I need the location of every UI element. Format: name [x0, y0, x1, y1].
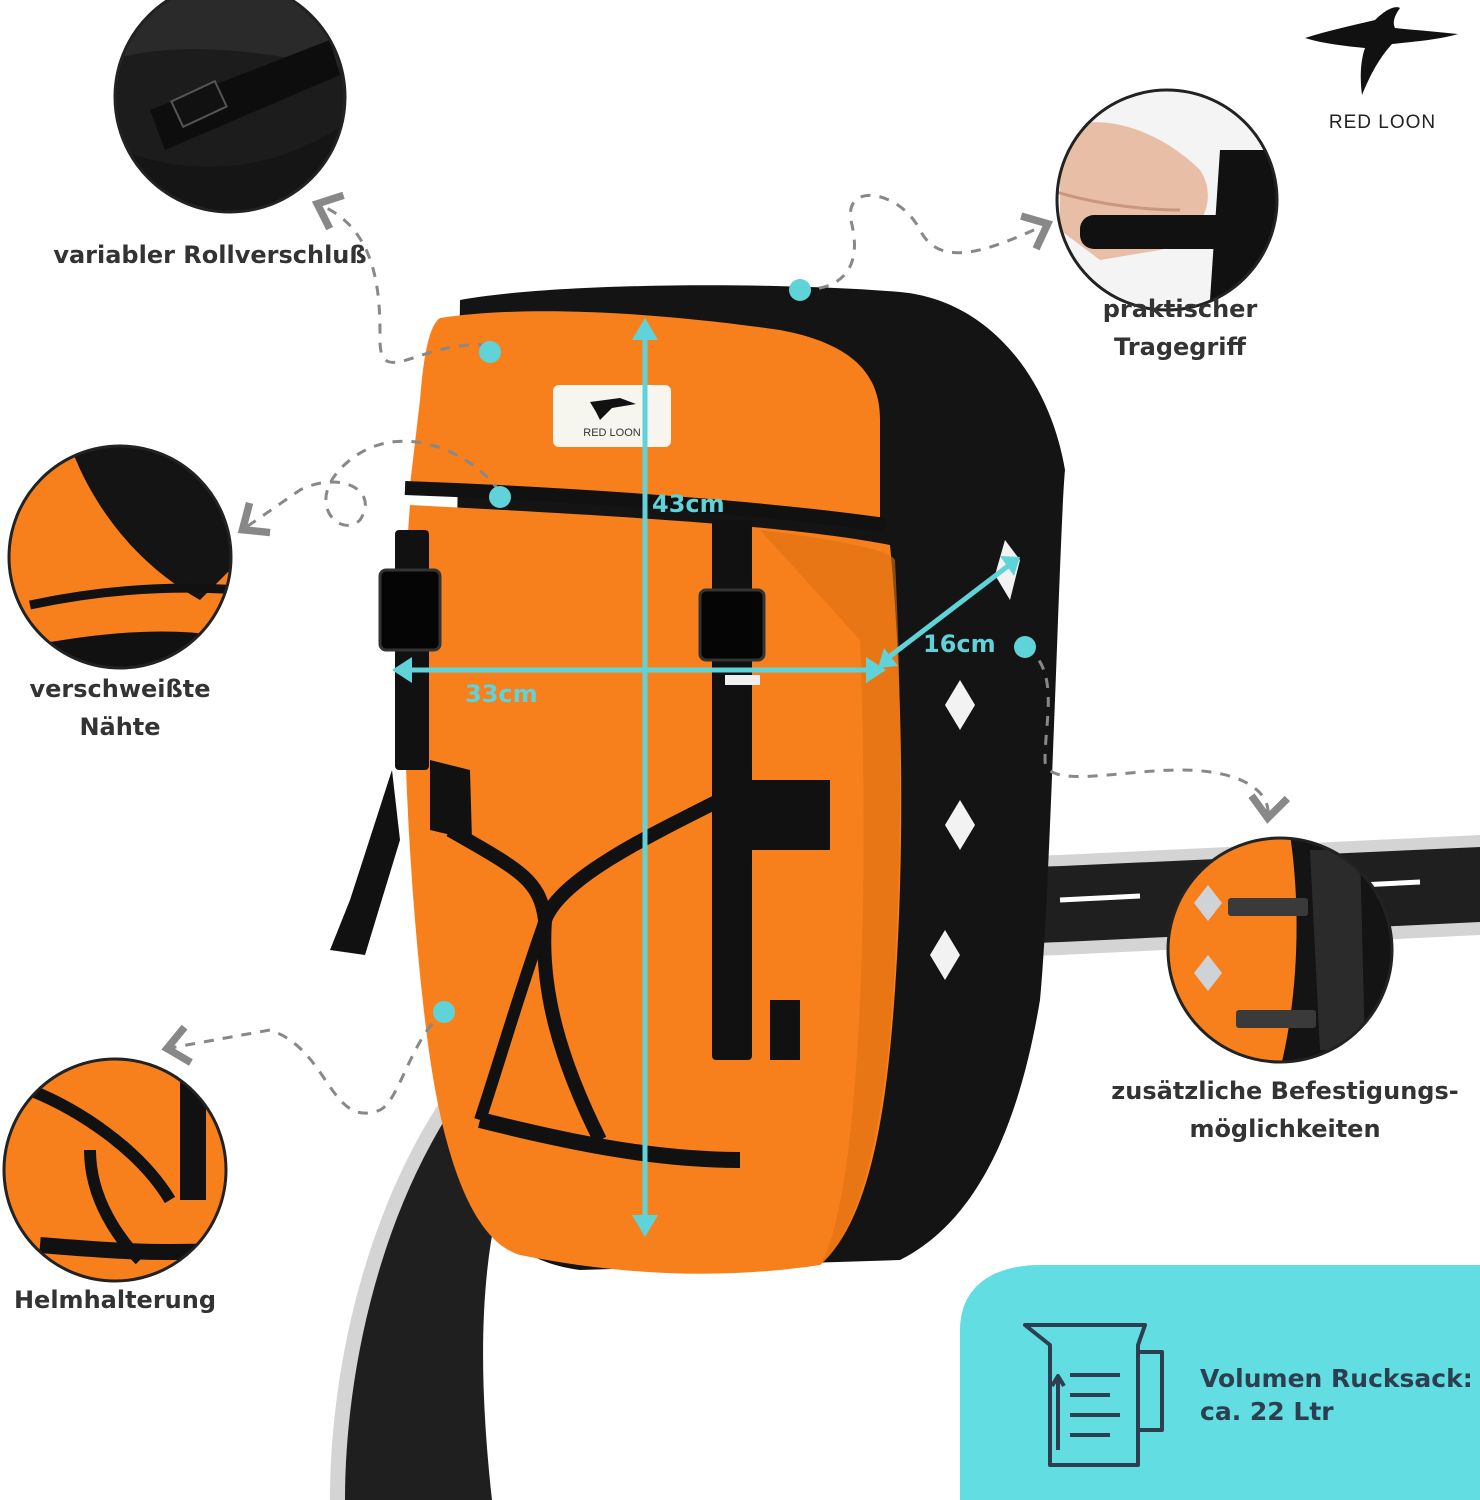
backpack-image: RED LOON: [330, 285, 1065, 1274]
volume-text-line1: Volumen Rucksack:: [1200, 1364, 1473, 1393]
detail-circle-roll-closure: [113, 0, 347, 214]
detail-circle-seams: [7, 444, 233, 670]
measuring-jug-icon: [1023, 1323, 1164, 1467]
detail-circle-helmet: [2, 1057, 228, 1283]
brand-name: RED LOON: [1328, 112, 1437, 133]
width-dimension: 33cm: [465, 680, 538, 708]
volume-text-line2: ca. 22 Ltr: [1200, 1397, 1334, 1426]
seams-label: verschweißte Nähte: [20, 670, 220, 746]
connector-dots: [433, 279, 1036, 1023]
detail-circle-handle: [1055, 88, 1279, 312]
helmet-text: Helmhalterung: [13, 1286, 217, 1314]
helmet-label: Helmhalterung: [10, 1281, 220, 1319]
dimension-arrows: [392, 318, 1020, 1237]
roll-closure-text: variabler Rollverschluß: [53, 241, 367, 269]
bird-icon: [1305, 7, 1458, 95]
handle-label: praktischer Tragegriff: [1080, 290, 1280, 366]
svg-text:RED LOON: RED LOON: [583, 427, 641, 439]
dashed-connectors: [161, 191, 1291, 1115]
handle-text-line2: Tragegriff: [1114, 333, 1246, 361]
depth-dimension: 16cm: [923, 630, 996, 658]
attachment-text-line1: zusätzliche Befestigungs-: [1111, 1077, 1459, 1105]
handle-text-line1: praktischer: [1102, 295, 1258, 323]
roll-closure-label: variabler Rollverschluß: [30, 236, 390, 274]
height-dimension: 43cm: [652, 490, 725, 518]
seams-text-line2: Nähte: [79, 713, 161, 741]
seams-text-line1: verschweißte: [29, 675, 211, 703]
attachment-text-line2: möglichkeiten: [1189, 1115, 1381, 1143]
attachment-label: zusätzliche Befestigungs- möglichkeiten: [1110, 1072, 1460, 1148]
volume-text: Volumen Rucksack: ca. 22 Ltr: [1200, 1362, 1473, 1428]
detail-circle-attachments: [1166, 836, 1394, 1064]
